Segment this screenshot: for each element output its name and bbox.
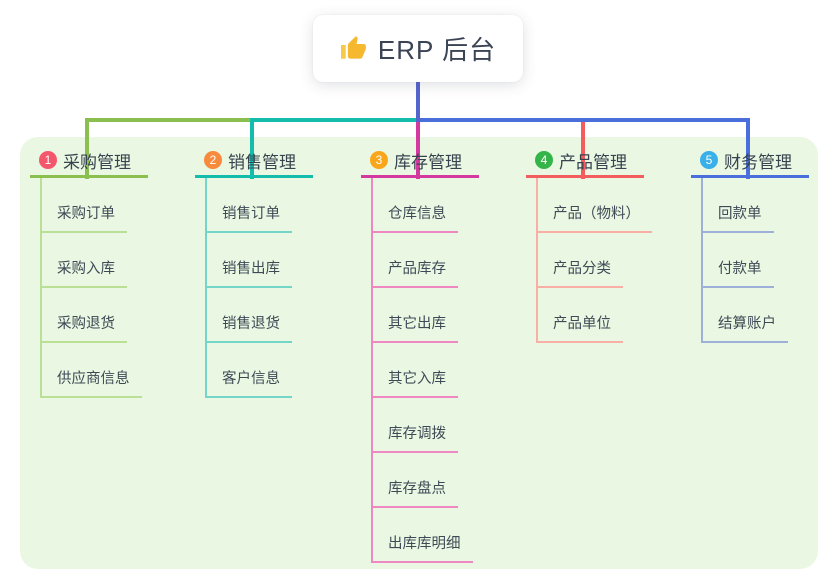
subtree-finance: 回款单 付款单 结算账户 bbox=[701, 178, 809, 343]
branch-product: 4 产品管理 产品（物料） 产品分类 产品单位 bbox=[526, 145, 652, 343]
sub-item: 采购退货 bbox=[40, 288, 148, 343]
subtree-inventory: 仓库信息 产品库存 其它出库 其它入库 库存调拨 库存盘点 出库库明细 bbox=[371, 178, 479, 563]
branch-header-inventory[interactable]: 3 库存管理 bbox=[361, 145, 479, 178]
connector-drop-product bbox=[581, 122, 585, 179]
sub-item: 产品单位 bbox=[536, 288, 644, 343]
sub-item: 回款单 bbox=[701, 178, 809, 233]
sub-item-label[interactable]: 销售订单 bbox=[205, 205, 292, 233]
sub-item-label[interactable]: 出库库明细 bbox=[371, 535, 473, 563]
subtree-sales: 销售订单 销售出库 销售退货 客户信息 bbox=[205, 178, 313, 398]
sub-item-label[interactable]: 产品（物料） bbox=[536, 205, 652, 233]
sub-item-label[interactable]: 库存调拨 bbox=[371, 425, 458, 453]
branch-header-finance[interactable]: 5 财务管理 bbox=[691, 145, 809, 178]
sub-item-label[interactable]: 其它出库 bbox=[371, 315, 458, 343]
branch-badge: 4 bbox=[535, 151, 553, 169]
branch-header-product[interactable]: 4 产品管理 bbox=[526, 145, 644, 178]
sub-item: 其它出库 bbox=[371, 288, 479, 343]
connector-root-drop bbox=[416, 82, 420, 122]
sub-item-label[interactable]: 付款单 bbox=[701, 260, 774, 288]
sub-item: 采购入库 bbox=[40, 233, 148, 288]
sub-item-label[interactable]: 产品库存 bbox=[371, 260, 458, 288]
root-node-erp[interactable]: ERP 后台 bbox=[313, 15, 523, 82]
branch-finance: 5 财务管理 回款单 付款单 结算账户 bbox=[691, 145, 809, 343]
sub-item-label[interactable]: 回款单 bbox=[701, 205, 774, 233]
sub-item: 销售订单 bbox=[205, 178, 313, 233]
branch-title: 库存管理 bbox=[394, 152, 462, 172]
connector-rail-teal bbox=[250, 118, 418, 122]
branch-title: 财务管理 bbox=[724, 152, 792, 172]
branch-inventory: 3 库存管理 仓库信息 产品库存 其它出库 其它入库 库存调拨 库存盘点 出库库… bbox=[361, 145, 479, 563]
sub-item-label[interactable]: 结算账户 bbox=[701, 315, 788, 343]
branch-badge: 5 bbox=[700, 151, 718, 169]
sub-item-label[interactable]: 销售退货 bbox=[205, 315, 292, 343]
branch-title: 采购管理 bbox=[63, 152, 131, 172]
branch-title: 产品管理 bbox=[559, 152, 627, 172]
sub-item-label[interactable]: 供应商信息 bbox=[40, 370, 142, 398]
sub-item-label[interactable]: 客户信息 bbox=[205, 370, 292, 398]
sub-item-label[interactable]: 其它入库 bbox=[371, 370, 458, 398]
thumbs-up-icon bbox=[341, 36, 366, 59]
connector-drop-purchase bbox=[85, 118, 89, 179]
branches-panel bbox=[20, 137, 818, 569]
sub-item: 产品库存 bbox=[371, 233, 479, 288]
connector-drop-sales bbox=[250, 118, 254, 179]
sub-item: 产品分类 bbox=[536, 233, 644, 288]
sub-item: 销售退货 bbox=[205, 288, 313, 343]
sub-item: 库存盘点 bbox=[371, 453, 479, 508]
subtree-purchase: 采购订单 采购入库 采购退货 供应商信息 bbox=[40, 178, 148, 398]
subtree-product: 产品（物料） 产品分类 产品单位 bbox=[536, 178, 652, 343]
sub-item: 供应商信息 bbox=[40, 343, 148, 398]
branch-header-purchase[interactable]: 1 采购管理 bbox=[30, 145, 148, 178]
connector-drop-inventory bbox=[416, 122, 420, 179]
sub-item: 付款单 bbox=[701, 233, 809, 288]
sub-item-label[interactable]: 产品分类 bbox=[536, 260, 623, 288]
branch-title: 销售管理 bbox=[228, 152, 296, 172]
sub-item: 出库库明细 bbox=[371, 508, 479, 563]
sub-item: 其它入库 bbox=[371, 343, 479, 398]
sub-item-label[interactable]: 采购退货 bbox=[40, 315, 127, 343]
sub-item: 采购订单 bbox=[40, 178, 148, 233]
sub-item-label[interactable]: 产品单位 bbox=[536, 315, 623, 343]
connector-drop-finance bbox=[746, 118, 750, 179]
sub-item: 销售出库 bbox=[205, 233, 313, 288]
sub-item: 产品（物料） bbox=[536, 178, 652, 233]
sub-item: 客户信息 bbox=[205, 343, 313, 398]
sub-item-label[interactable]: 销售出库 bbox=[205, 260, 292, 288]
branch-header-sales[interactable]: 2 销售管理 bbox=[195, 145, 313, 178]
sub-item-label[interactable]: 仓库信息 bbox=[371, 205, 458, 233]
connector-rail-green bbox=[85, 118, 254, 122]
branch-sales: 2 销售管理 销售订单 销售出库 销售退货 客户信息 bbox=[195, 145, 313, 398]
sub-item: 仓库信息 bbox=[371, 178, 479, 233]
branch-badge: 1 bbox=[39, 151, 57, 169]
sub-item-label[interactable]: 采购订单 bbox=[40, 205, 127, 233]
sub-item: 库存调拨 bbox=[371, 398, 479, 453]
sub-item-label[interactable]: 库存盘点 bbox=[371, 480, 458, 508]
sub-item-label[interactable]: 采购入库 bbox=[40, 260, 127, 288]
connector-rail-blue bbox=[416, 118, 750, 122]
branch-purchase: 1 采购管理 采购订单 采购入库 采购退货 供应商信息 bbox=[30, 145, 148, 398]
branch-badge: 3 bbox=[370, 151, 388, 169]
branch-badge: 2 bbox=[204, 151, 222, 169]
root-label: ERP 后台 bbox=[377, 35, 497, 65]
sub-item: 结算账户 bbox=[701, 288, 809, 343]
